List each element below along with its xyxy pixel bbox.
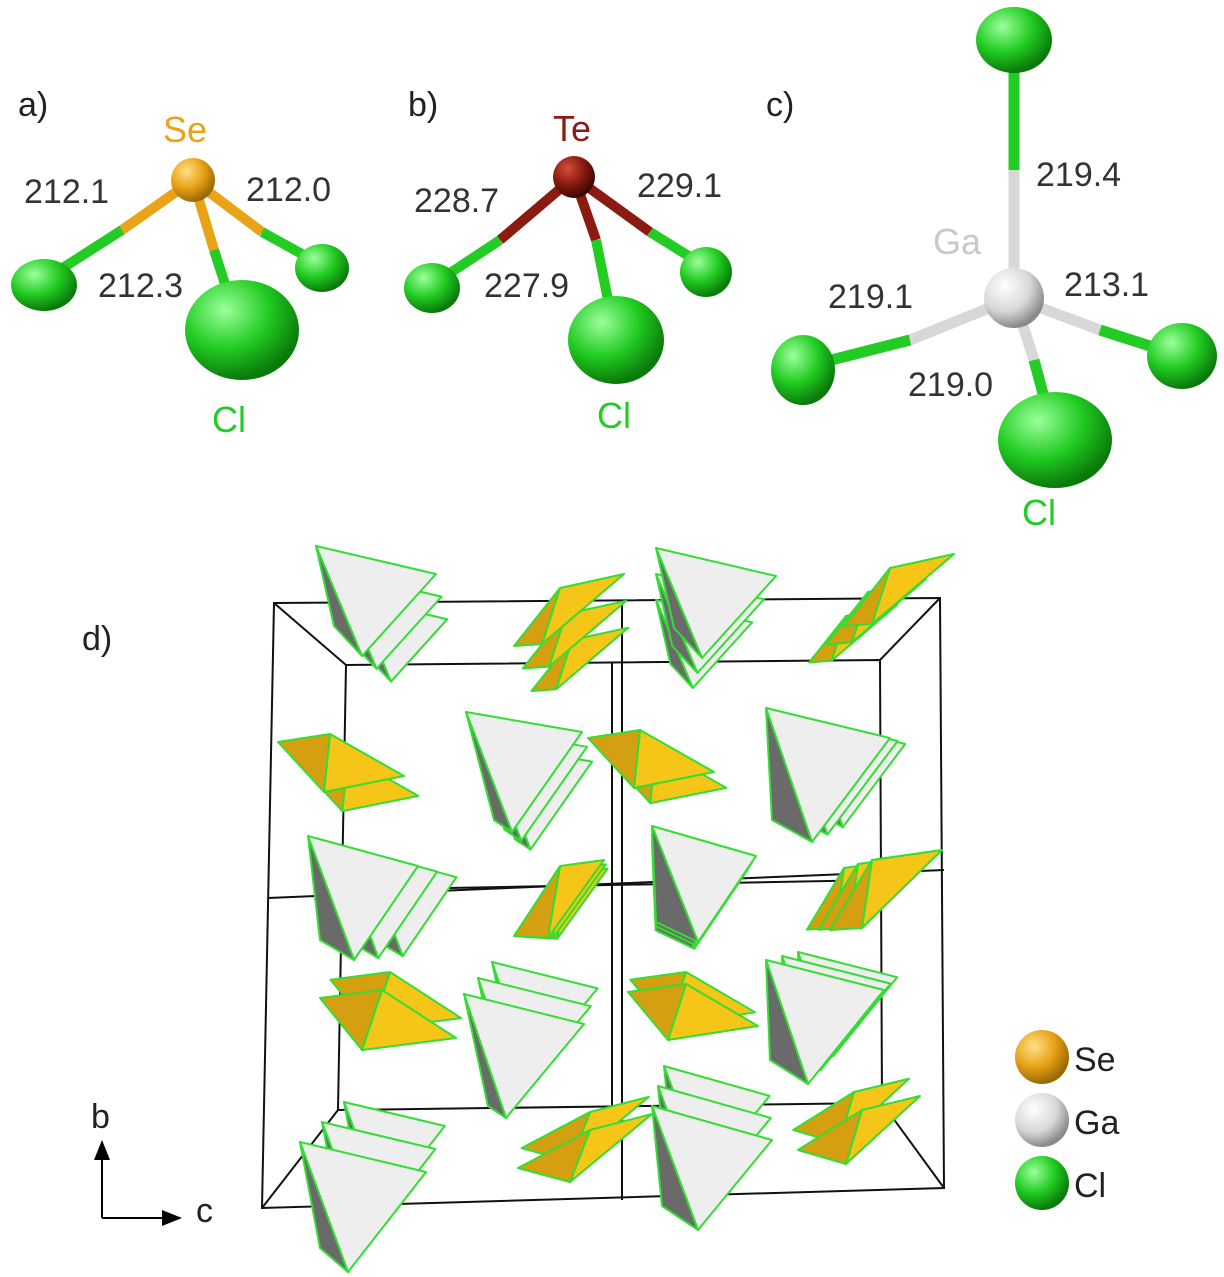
center-atom-label: Ga [933,221,982,262]
center-atom-label: Se [163,109,207,150]
gacl4-tetrahedron [765,707,891,843]
secl3-pyramid [277,733,405,793]
panel-a: a) Se Cl 212.1 212.0 212.3 [11,86,349,440]
cl-atom [680,247,732,297]
ligand-atom-label: Cl [212,399,246,440]
legend-label-se: Se [1074,1041,1116,1079]
gacl4-tetrahedron [651,1105,773,1231]
cl-sphere-icon [1015,1156,1069,1210]
c-axis-arrow-icon [162,1210,182,1226]
gacl4-tetrahedron [765,959,885,1085]
secl3-pyramid [829,849,943,931]
gacl4-tetrahedron [315,545,437,657]
secl3-pyramid [843,553,955,627]
legend-label-cl: Cl [1074,1167,1106,1205]
bond-length-label: 228.7 [414,182,499,220]
b-axis-arrow-icon [94,1140,110,1160]
panel-b-label: b) [408,86,438,124]
cl-atom [185,280,299,380]
secl3-pyramid [319,989,457,1051]
se-atom [171,158,215,202]
bond-length-label: 212.1 [24,173,109,211]
panel-d: d) b c Se Ga [82,545,1119,1273]
ga-sphere-icon [1015,1093,1069,1147]
gacl4-tetrahedron [465,711,583,833]
legend: Se Ga Cl [1015,1030,1119,1210]
bond-length-label: 213.1 [1064,266,1149,304]
gacl4-tetrahedron [655,547,777,659]
gacl4-tetrahedron [299,1141,427,1273]
bond-length-label: 212.3 [98,267,183,305]
bond-length-label: 219.0 [908,366,993,404]
ligand-atom-label: Cl [597,395,631,436]
secl3-pyramid [797,1095,921,1165]
cl-atom [11,259,77,311]
te-atom [553,156,595,198]
panel-d-label: d) [82,620,112,658]
c-axis-label: c [196,1192,213,1230]
panel-c: c) Ga Cl 219.4 219.1 213.1 219.0 [766,7,1217,533]
axis-indicator: b c [91,1098,213,1230]
secl3-pyramid [513,859,605,939]
cl-atom [998,392,1112,488]
bond-length-label: 219.4 [1036,156,1121,194]
gacl4-tetrahedron [463,993,585,1119]
panel-a-label: a) [18,86,48,124]
cl-atom [404,263,460,313]
gacl4-tetrahedron [651,825,757,943]
panel-c-label: c) [766,86,794,124]
se-sphere-icon [1015,1030,1069,1084]
cl-atom [976,7,1052,73]
cl-atom [771,335,835,405]
gacl4-tetrahedron [307,835,419,961]
ga-atom [984,268,1044,328]
cl-atom [295,244,349,292]
secl3-pyramid [627,983,759,1041]
polyhedra-layer [277,545,955,1273]
cl-atom [568,296,664,384]
bond-length-label: 229.1 [637,167,722,205]
secl3-pyramid [587,729,715,789]
bond-length-label: 219.1 [828,278,913,316]
legend-label-ga: Ga [1074,1104,1119,1142]
bond-length-label: 227.9 [484,267,569,305]
cl-atom [1147,323,1217,389]
center-atom-label: Te [553,108,591,149]
bond-length-label: 212.0 [246,171,331,209]
panel-b: b) Te Cl 228.7 229.1 227.9 [404,86,732,436]
secl3-pyramid [517,1113,653,1183]
secl3-pyramid [513,573,625,647]
ligand-atom-label: Cl [1022,492,1056,533]
b-axis-label: b [91,1098,110,1136]
